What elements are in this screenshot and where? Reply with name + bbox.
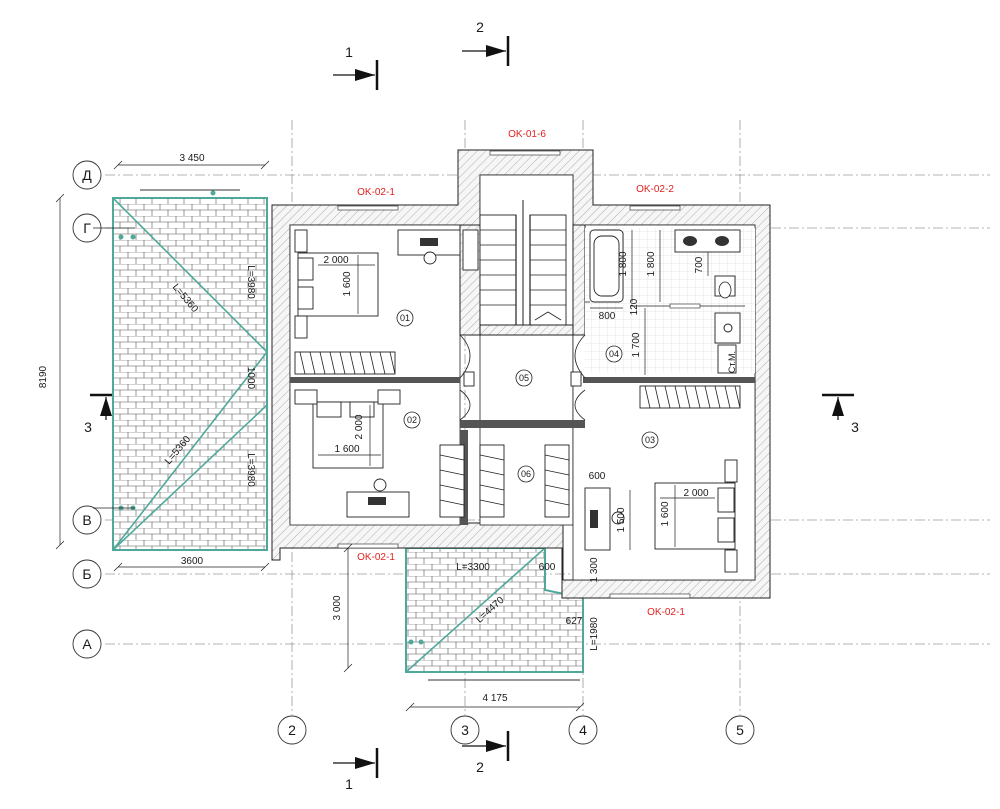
interior-dimensions: 2 000 1 600 1 600 2 000 2 000 1 600 1 80… [318, 230, 715, 550]
svg-text:3: 3 [84, 419, 92, 435]
axis-row-d: Д [82, 167, 92, 183]
section-marker-1-top: 1 [333, 44, 379, 90]
roof-l3300: L=3300 [456, 562, 490, 573]
window-ok-02-1-top: OK-02-1 [357, 187, 395, 198]
room-markers: 01 02 03 04 05 06 [396, 309, 659, 483]
bed1-height: 1 600 [342, 271, 353, 296]
dim-800: 800 [599, 311, 616, 322]
dim-1500: 1 500 [616, 507, 627, 532]
bed3-height: 1 600 [660, 501, 671, 526]
axis-markers-cols: 2 3 4 5 [277, 715, 755, 745]
bed2-height: 2 000 [354, 414, 365, 439]
axis-col-4: 4 [579, 722, 587, 738]
dim-3450: 3 450 [179, 153, 204, 164]
axis-row-g: Г [83, 220, 91, 236]
axis-row-v: В [82, 512, 91, 528]
svg-text:3: 3 [851, 419, 859, 435]
room-02-furniture [294, 389, 570, 518]
bed2-width: 1 600 [334, 444, 359, 455]
st-m-label: Ст.М. [727, 351, 737, 373]
roof-600: 600 [539, 562, 556, 573]
roof-1000: 1000 [245, 367, 256, 390]
outer-dimensions: 3 450 8190 3600 3 000 4 175 [38, 153, 585, 712]
dim-4175: 4 175 [482, 693, 507, 704]
lower-roof [405, 547, 584, 681]
svg-text:2: 2 [476, 759, 484, 775]
section-marker-1-bottom: 1 [333, 748, 379, 792]
room-05: 05 [519, 373, 529, 383]
section-marker-2-bottom: 2 [462, 731, 510, 775]
window-labels: OK-01-6 OK-02-1 OK-02-2 OK-02-1 OK-02-1 [357, 129, 685, 618]
bed3-width: 2 000 [683, 488, 708, 499]
axis-row-a: А [82, 636, 92, 652]
room-03: 03 [645, 435, 655, 445]
bath-1800-b: 1 800 [646, 251, 657, 276]
dim-120: 120 [629, 298, 640, 315]
bath-1800-a: 1 800 [618, 251, 629, 276]
dim-3600: 3600 [181, 556, 204, 567]
section-marker-3-right: 3 [822, 393, 859, 435]
dim-3000: 3 000 [332, 595, 343, 620]
axis-col-3: 3 [461, 722, 469, 738]
room-02: 02 [407, 415, 417, 425]
axis-row-b: Б [82, 566, 91, 582]
roof-l3980-top: L=3980 [245, 265, 256, 299]
left-roof [93, 189, 269, 551]
room-04: 04 [609, 349, 619, 359]
svg-text:2: 2 [476, 19, 484, 35]
window-ok-02-1-bottom-left: OK-02-1 [357, 552, 395, 563]
dim-700: 700 [694, 256, 705, 273]
room3-600: 600 [589, 471, 606, 482]
svg-text:1: 1 [345, 776, 353, 792]
section-marker-2-top: 2 [462, 19, 510, 66]
window-ok-01-6: OK-01-6 [508, 129, 546, 140]
dim-1700: 1 700 [631, 332, 642, 357]
axis-markers-rows: Д Г В Б А [72, 160, 102, 659]
dim-8190: 8190 [38, 365, 49, 388]
bed1-width: 2 000 [323, 255, 348, 266]
dim-1300: 1 300 [589, 557, 600, 582]
axis-col-5: 5 [736, 722, 744, 738]
window-ok-02-1-bottom-right: OK-02-1 [647, 607, 685, 618]
room-01-furniture [294, 229, 479, 375]
dim-l1980: L=1980 [589, 617, 600, 651]
dim-627: 627 [566, 616, 583, 627]
staircase [459, 200, 586, 421]
axis-col-2: 2 [288, 722, 296, 738]
roof-l3980-bottom: L=3980 [245, 453, 256, 487]
svg-text:1: 1 [345, 44, 353, 60]
window-ok-02-2: OK-02-2 [636, 184, 674, 195]
room-06: 06 [521, 469, 531, 479]
room-03-furniture [584, 385, 741, 573]
room-01: 01 [400, 313, 410, 323]
